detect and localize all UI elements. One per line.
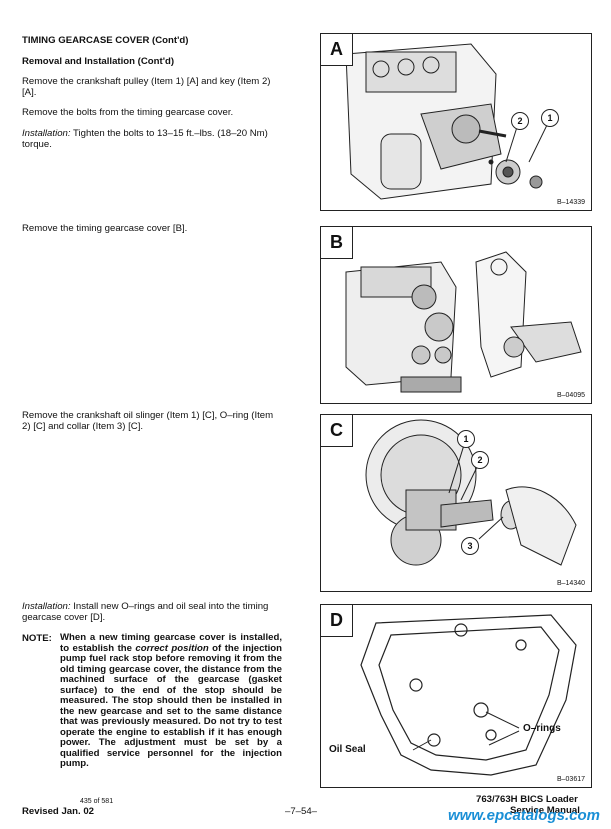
callout-1: 1 (541, 109, 559, 127)
figure-a-panel: A 2 1 B–14339 (320, 33, 592, 211)
page-counter: 435 of 581 (80, 798, 114, 805)
installation-label: Installation: (22, 128, 71, 139)
orings-label: O–rings (523, 723, 561, 734)
installation-label: Installation: (22, 601, 71, 612)
callout-1: 1 (457, 430, 475, 448)
note-label: NOTE: (22, 633, 52, 644)
step-3-text: Installation: Tighten the bolts to 13–15… (22, 128, 284, 150)
figure-b-id: B–04095 (556, 392, 585, 399)
figure-b-panel: B B–04095 (320, 226, 592, 404)
callout-2: 2 (471, 451, 489, 469)
subsection-title: Removal and Installation (Cont'd) (22, 56, 175, 67)
note-emphasis: correct position (135, 642, 209, 654)
note-body: When a new timing gearcase cover is inst… (60, 632, 282, 770)
step-2-text: Remove the bolts from the timing gearcas… (22, 107, 234, 118)
gearcase-cover-removal-illustration (345, 251, 582, 393)
manual-title: 763/763H BICS Loader (476, 794, 578, 805)
figure-a-id: B–14339 (556, 199, 585, 206)
torque-instruction: Tighten the bolts to 13–15 ft.–lbs. (18–… (22, 128, 268, 150)
figure-c-panel: C 1 2 3 B–14340 (320, 414, 592, 592)
watermark: www.epcatalogs.com (448, 807, 600, 824)
revised-date: Revised Jan. 02 (22, 806, 94, 817)
oil-seal-label: Oil Seal (329, 744, 366, 755)
note-text-end: of the injection pump fuel rack stop bef… (60, 642, 282, 769)
crankshaft-slinger-illustration (365, 419, 577, 566)
step-6-text: Installation: Install new O–rings and oi… (22, 601, 284, 623)
note-text-start: When a new timing gearcase cover is inst… (60, 632, 282, 654)
section-title: TIMING GEARCASE COVER (Cont'd) (22, 35, 189, 46)
figure-a-label: A (321, 34, 353, 66)
oring-instruction: Install new O–rings and oil seal into th… (22, 601, 269, 623)
figure-c-id: B–14340 (556, 580, 585, 587)
figure-d-id: B–03617 (556, 776, 585, 783)
figure-d-label: D (321, 605, 353, 637)
gearcase-cover-diagram (360, 614, 577, 776)
figure-d-panel: D O–rings Oil Seal B–03617 (320, 604, 592, 788)
manual-subtitle: Service Manual (510, 805, 580, 816)
step-1-text: Remove the crankshaft pulley (Item 1) [A… (22, 76, 271, 98)
step-4-text: Remove the timing gearcase cover [B]. (22, 223, 188, 234)
step-5-text: Remove the crankshaft oil slinger (Item … (22, 410, 274, 432)
page-number: –7–54– (285, 806, 318, 817)
figure-b-label: B (321, 227, 353, 259)
callout-3: 3 (461, 537, 479, 555)
callout-2: 2 (511, 112, 529, 130)
engine-pulley-illustration (345, 43, 548, 200)
figure-c-label: C (321, 415, 353, 447)
